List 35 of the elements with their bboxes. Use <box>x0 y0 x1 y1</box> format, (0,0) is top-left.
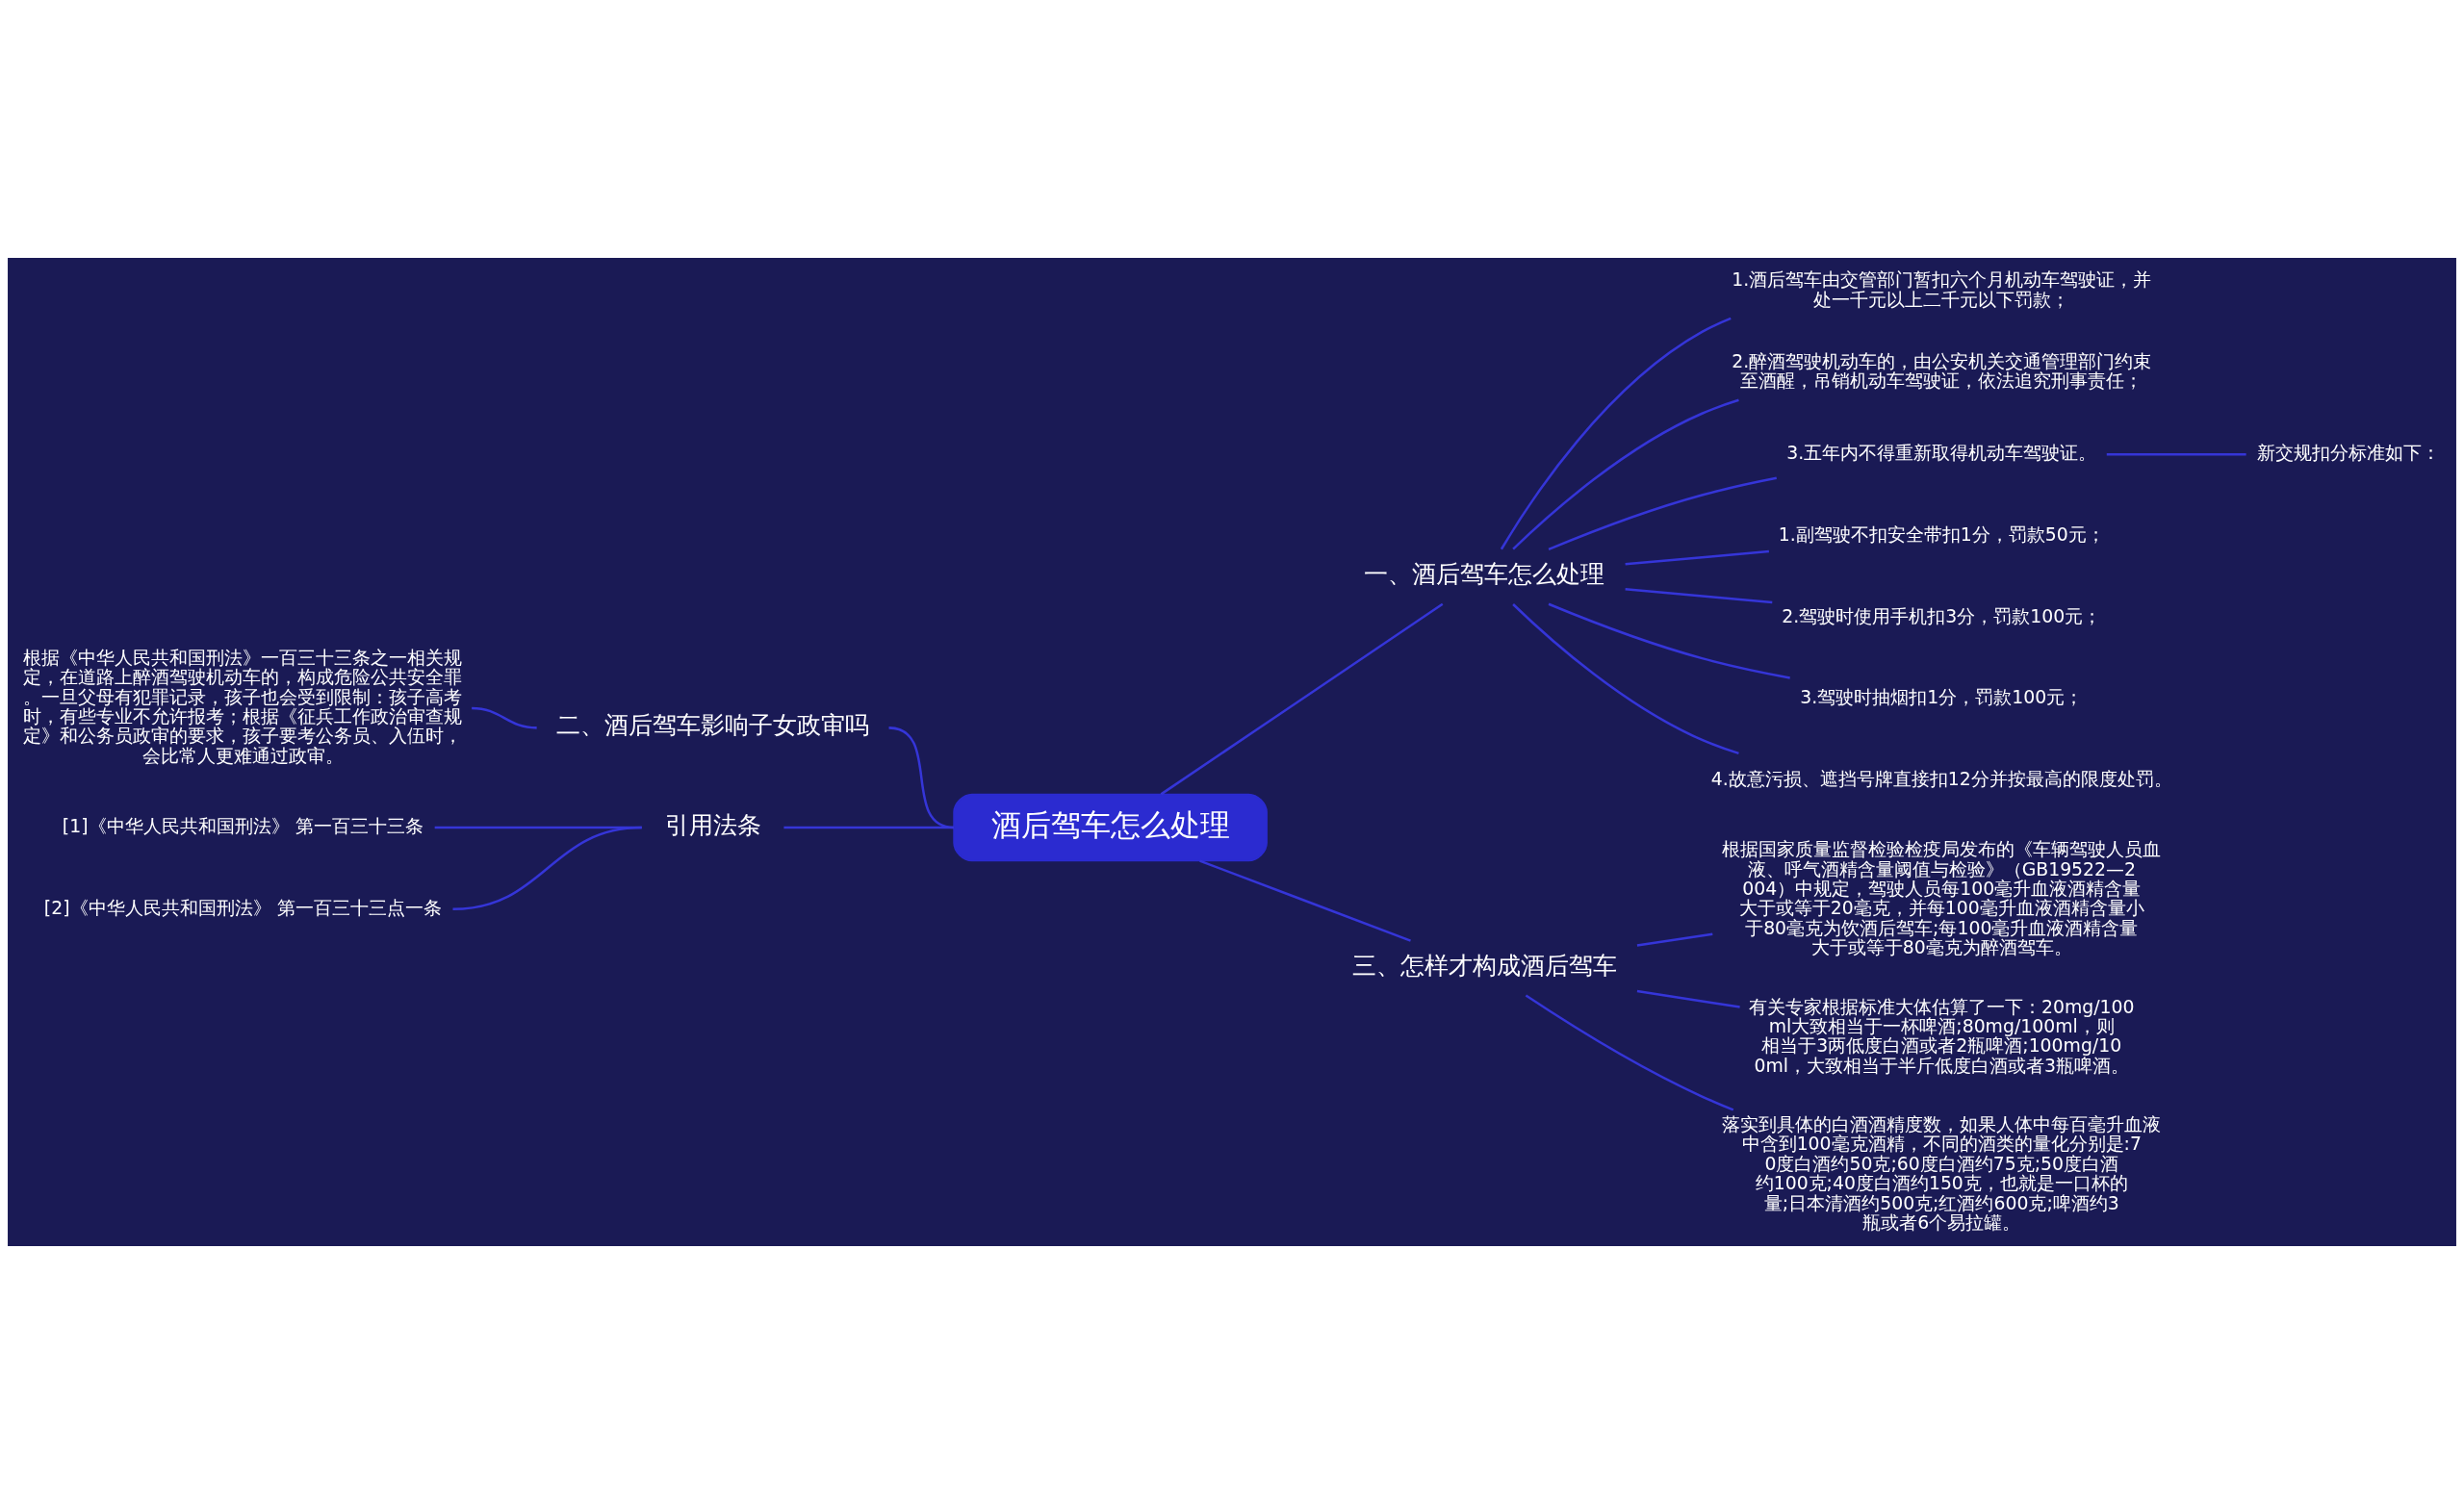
node-text: 落实到具体的白酒酒精度数，如果人体中每百毫升血液中含到100毫克酒精，不同的酒类的量化分别是:70度白酒约50克;60度白酒约75克;50度白酒约100克;40度白酒约150克，也就是一口杯的量;日本清酒约500克;红酒约600克;啤酒约3瓶或者6个易拉罐。 <box>1722 1114 2162 1234</box>
node-text: 2.驾驶时使用手机扣3分，罚款100元； <box>1782 605 2102 626</box>
node-text: 3.驾驶时抽烟扣1分，罚款100元； <box>1800 687 2084 708</box>
connector <box>452 826 642 911</box>
node-text: 1.酒后驾车由交管部门暂扣六个月机动车驾驶证，并处一千元以上二千元以下罚款； <box>1732 269 2152 310</box>
node-text: 2.醉酒驾驶机动车的，由公安机关交通管理部门约束至酒醒，吊销机动车驾驶证，依法追究刑事责任； <box>1732 351 2152 392</box>
connector <box>1625 588 1773 604</box>
node-text: 引用法条 <box>664 810 761 839</box>
connector <box>1512 603 1739 755</box>
connector <box>472 706 537 729</box>
node-text: 1.副驾驶不扣安全带扣1分，罚款50元； <box>1778 523 2105 545</box>
connector <box>1548 602 1790 679</box>
node-text: 二、酒后驾车影响子女政审吗 <box>556 711 870 740</box>
node-text: 一、酒后驾车怎么处理 <box>1364 560 1605 589</box>
connector <box>1525 994 1734 1111</box>
connector <box>2106 452 2246 456</box>
node-text: 3.五年内不得重新取得机动车驾驶证。 <box>1786 443 2097 464</box>
node-text: [1]《中华人民共和国刑法》 第一百三十三条 <box>62 815 424 836</box>
connector <box>1160 602 1444 796</box>
connector <box>783 826 955 829</box>
node-text: 根据国家质量监督检验检疫局发布的《车辆驾驶人员血液、呼气酒精含量阈值与检验》（GB19522—2004）中规定，驾驶人员每100毫升血液酒精含量大于或等于20毫克，并每100毫升血液酒精含量小于80毫克为饮酒后驾车;每100毫升血液酒精含量大于或等于80毫克为醉酒驾车。 <box>1722 839 2162 958</box>
node-text: 有关专家根据标准大体估算了一下：20mg/100ml大致相当于一杯啤酒;80mg/100ml，则相当于3两低度白酒或者2瓶啤酒;100mg/100ml，大致相当于半斤低度白酒或者3瓶啤酒。 <box>1749 996 2135 1076</box>
node-box: 酒后驾车怎么处理 <box>953 793 1268 862</box>
connector <box>1199 859 1411 942</box>
connector <box>1500 317 1732 550</box>
connector <box>1548 476 1778 551</box>
connector <box>1636 932 1713 947</box>
node-text: 新交规扣分标准如下： <box>2256 443 2440 464</box>
connector <box>1636 989 1740 1008</box>
node-text: 4.故意污损、遮挡号牌直接扣12分并按最高的限度处罚。 <box>1710 769 2172 790</box>
node-text: 三、怎样才构成酒后驾车 <box>1351 952 1617 981</box>
connector <box>1625 549 1769 566</box>
node-text: 根据《中华人民共和国刑法》一百三十三条之一相关规定，在道路上醉酒驾驶机动车的，构成危险公共安全罪。一旦父母有犯罪记录，孩子也会受到限制：孩子高考时，有些专业不允许报考；根据《征兵工作政治审查规定》和公务员政审的要求，孩子要考公务员、入伍时，会比常人更难通过政审。 <box>23 647 463 766</box>
connector <box>1512 398 1739 550</box>
node-text: [2]《中华人民共和国刑法》 第一百三十三点一条 <box>43 897 442 918</box>
